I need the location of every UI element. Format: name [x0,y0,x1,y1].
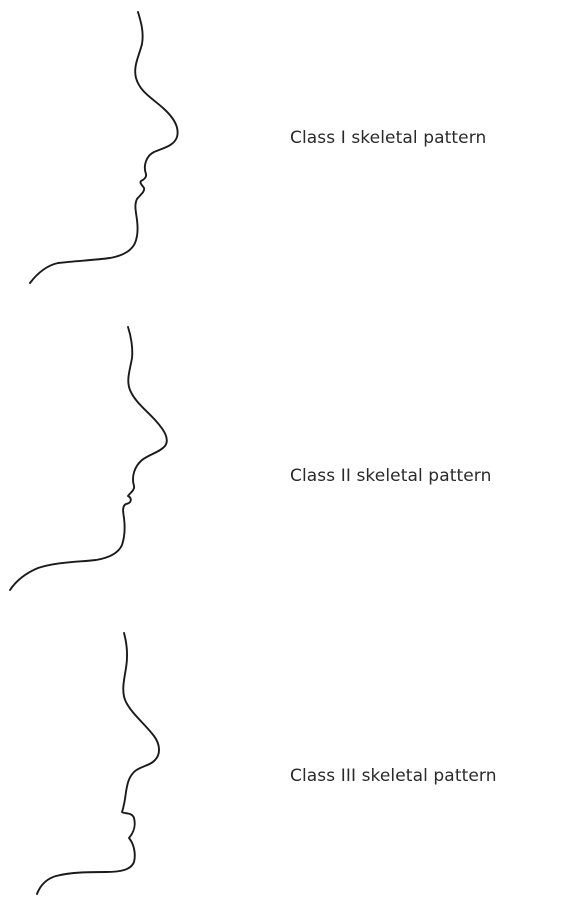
class-2-label: Class II skeletal pattern [290,466,491,486]
class-1-panel: Class I skeletal pattern [0,0,562,300]
class-2-profile-drawing [0,300,562,600]
class-1-profile-outline [30,12,178,283]
class-1-profile-drawing [0,0,562,300]
class-1-label: Class I skeletal pattern [290,128,486,148]
class-2-panel: Class II skeletal pattern [0,300,562,600]
class-3-profile-drawing [0,600,562,901]
class-3-profile-outline [37,633,159,894]
class-3-panel: Class III skeletal pattern [0,600,562,900]
class-3-label: Class III skeletal pattern [290,766,497,786]
class-2-profile-outline [10,327,167,590]
